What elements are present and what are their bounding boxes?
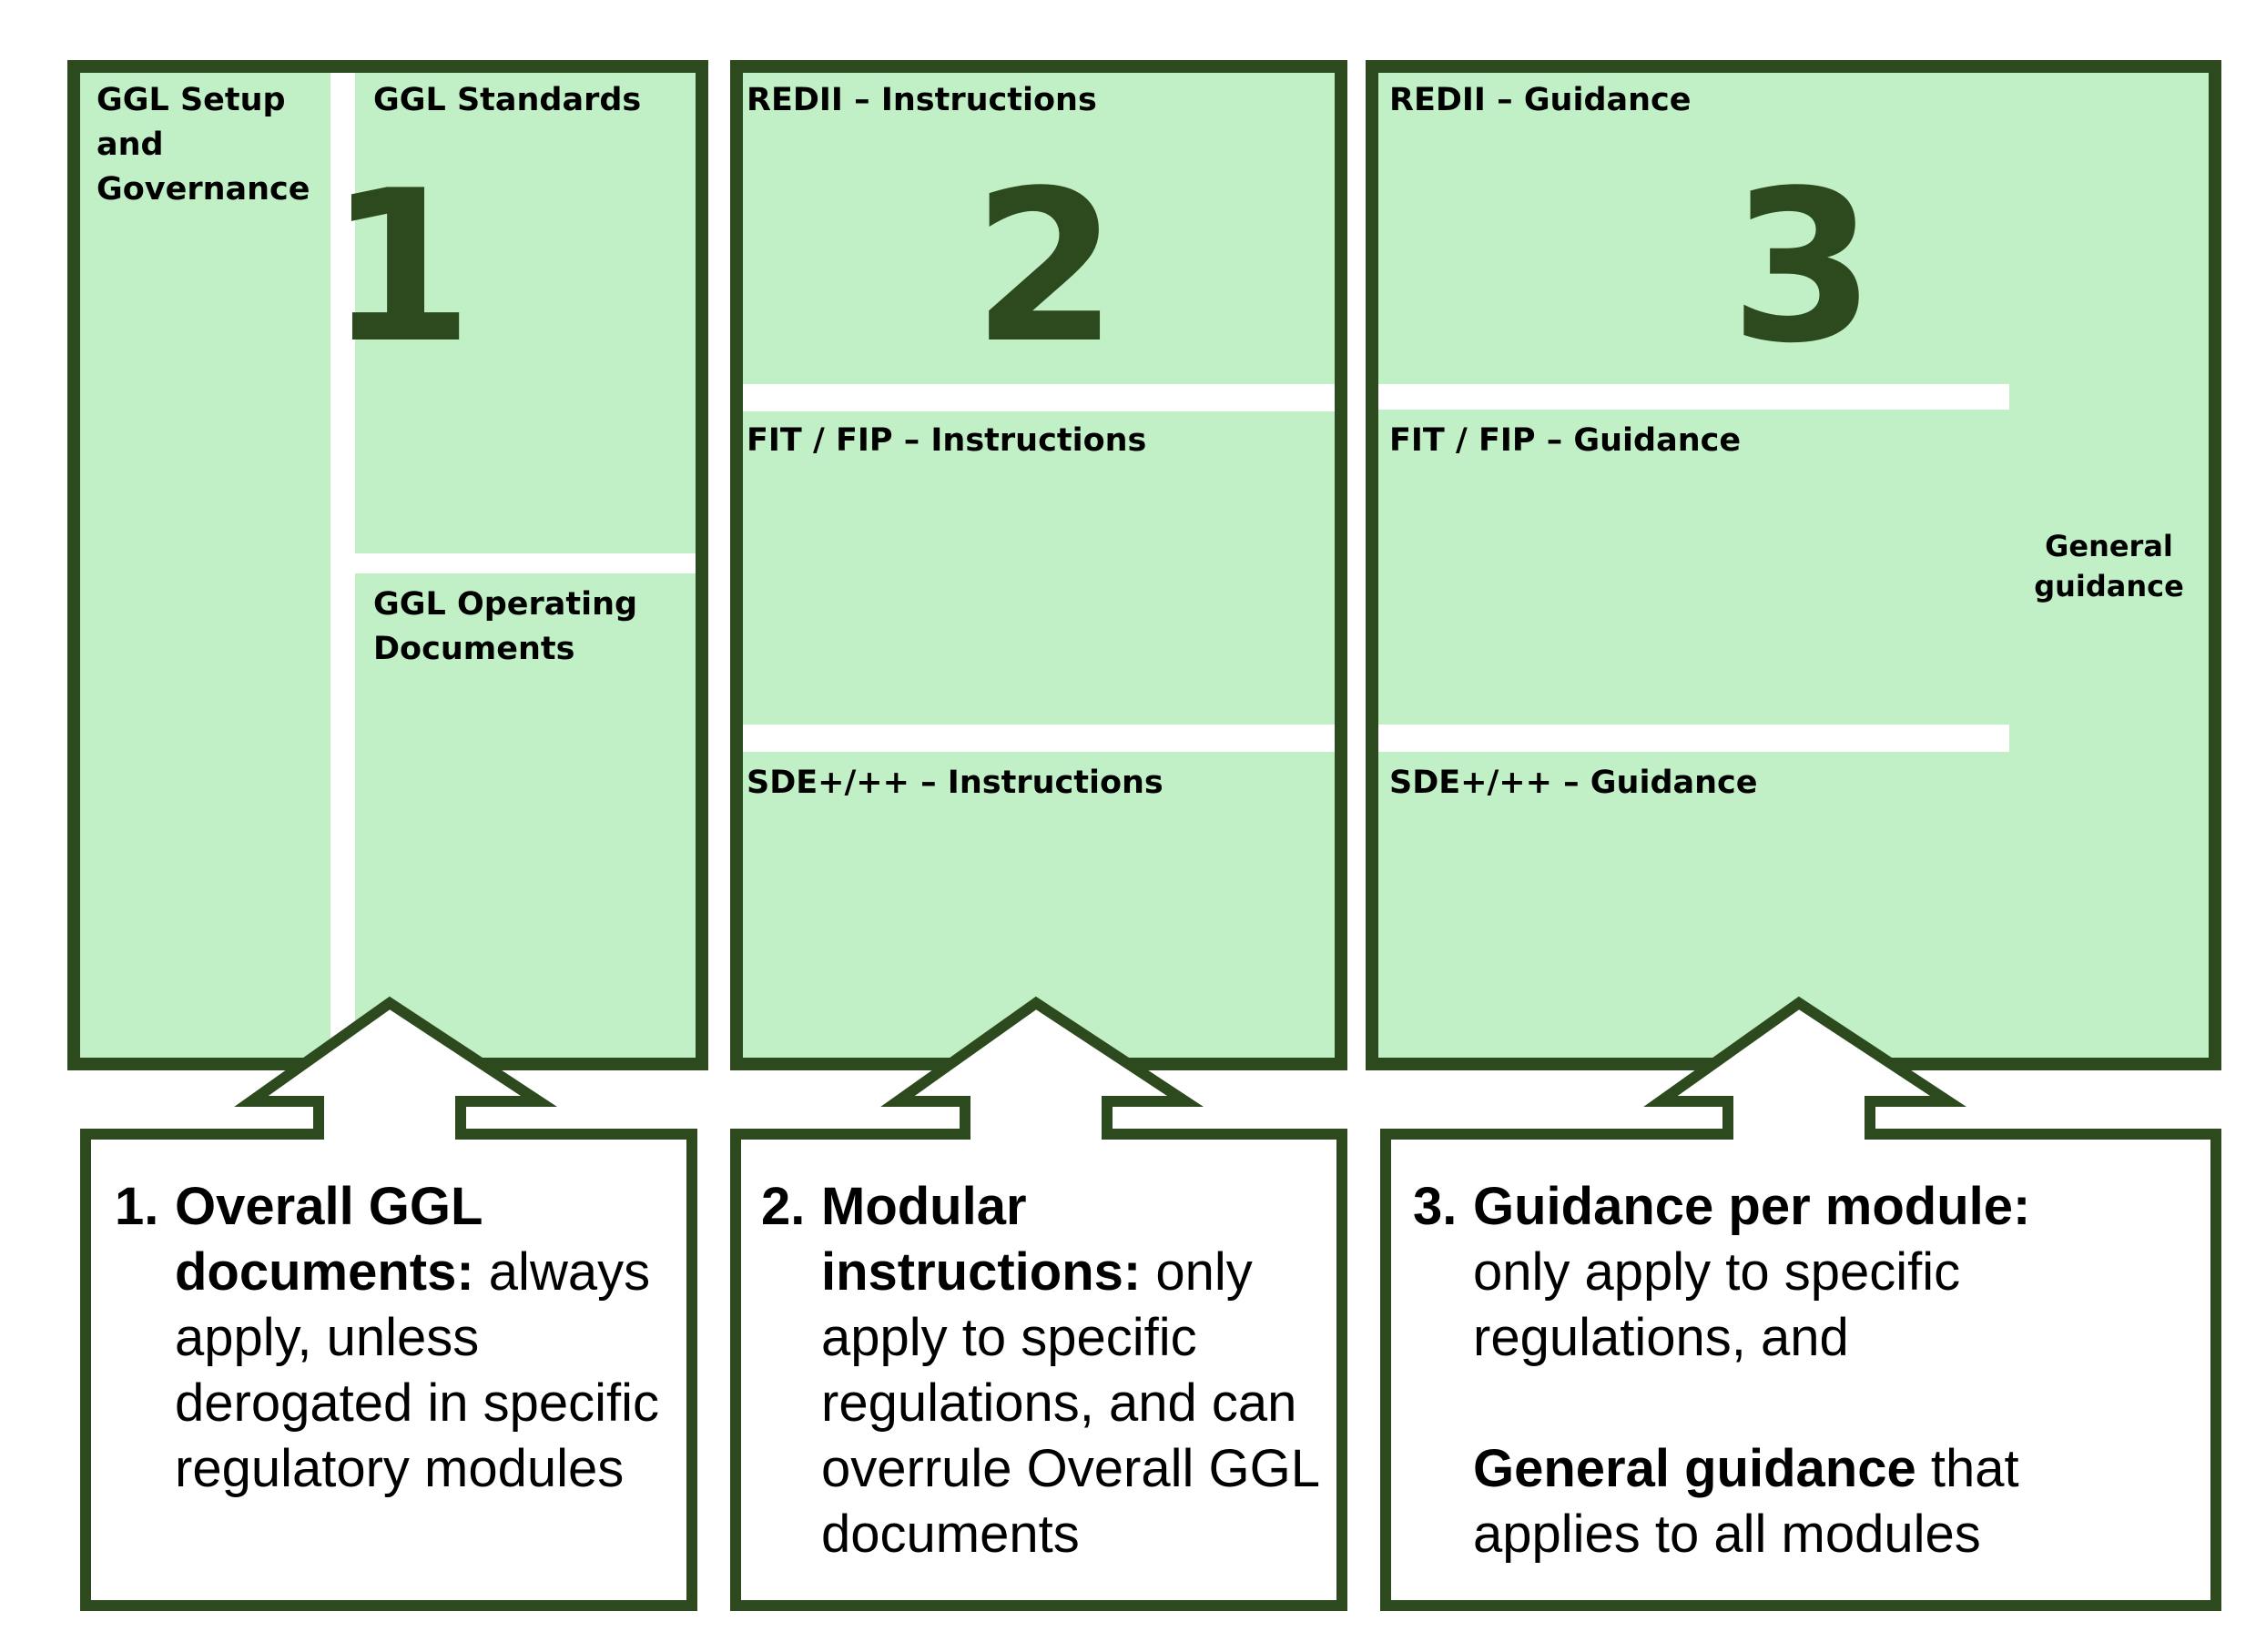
- caption-3-bold-general: General guidance: [1473, 1439, 1916, 1498]
- ggl-operating-label: GGL Operating Documents: [373, 586, 638, 667]
- fit-instructions-label: FIT / FIP – Instructions: [747, 422, 1147, 459]
- caption-1-text: always apply, unless derogated in specif…: [175, 1242, 659, 1498]
- panel-3-number: 3: [1730, 147, 1876, 390]
- caption-3: 3. Guidance per module: only apply to spe…: [1413, 1174, 2205, 1567]
- caption-2: 2. Modular instructions: only apply to s…: [761, 1174, 1335, 1567]
- panel-1-number: 1: [328, 147, 474, 390]
- sde-instructions-label: SDE+/++ – Instructions: [747, 765, 1163, 801]
- panel-2-fit-block: [743, 411, 1335, 725]
- panel-1-setup-block: [80, 73, 330, 1058]
- redii-instructions-label: REDII – Instructions: [747, 82, 1097, 118]
- panel-3-fit-block: [1378, 410, 2009, 725]
- caption-box-2: [730, 1129, 1347, 1611]
- fit-guidance-label: FIT / FIP – Guidance: [1389, 422, 1742, 459]
- caption-2-text: only apply to specific regulations, and …: [821, 1242, 1318, 1564]
- panel-3-redii-block: [1378, 73, 2009, 384]
- sde-guidance-label: SDE+/++ – Guidance: [1389, 765, 1758, 801]
- arrow-2: [880, 996, 1204, 1145]
- panel-2-redii-block: [743, 73, 1335, 384]
- panel-3-general-block: [2009, 73, 2209, 1058]
- arrow-1: [234, 996, 558, 1145]
- caption-1: 1. Overall GGL documents: always apply, …: [115, 1174, 697, 1502]
- redii-guidance-label: REDII – Guidance: [1389, 82, 1692, 118]
- caption-1-number: 1.: [115, 1177, 159, 1236]
- panel-1-operating-block: [355, 573, 696, 1058]
- arrow-3: [1643, 996, 1967, 1145]
- caption-3-number: 3.: [1413, 1177, 1458, 1236]
- caption-3-text-general: that applies to all modules: [1473, 1439, 2019, 1564]
- general-guidance-label: General guidance: [2034, 529, 2184, 603]
- caption-2-bold: Modular instructions:: [821, 1177, 1142, 1302]
- caption-2-number: 2.: [761, 1177, 806, 1236]
- arrow-2-join: [970, 1125, 1102, 1141]
- arrow-1-join: [324, 1125, 455, 1141]
- panel-1-standards-block: [355, 73, 696, 553]
- caption-3-bold: Guidance per module:: [1473, 1177, 2031, 1236]
- caption-3-text: only apply to specific regulations, and: [1473, 1242, 1961, 1367]
- ggl-setup-label: GGL Setup and Governance: [97, 82, 310, 208]
- caption-1-bold: Overall GGL documents:: [175, 1177, 483, 1302]
- panel-2-number: 2: [972, 147, 1119, 390]
- ggl-standards-label: GGL Standards: [373, 82, 642, 118]
- arrow-3-join: [1733, 1125, 1865, 1141]
- panel-3-sde-block: [1378, 752, 2009, 1058]
